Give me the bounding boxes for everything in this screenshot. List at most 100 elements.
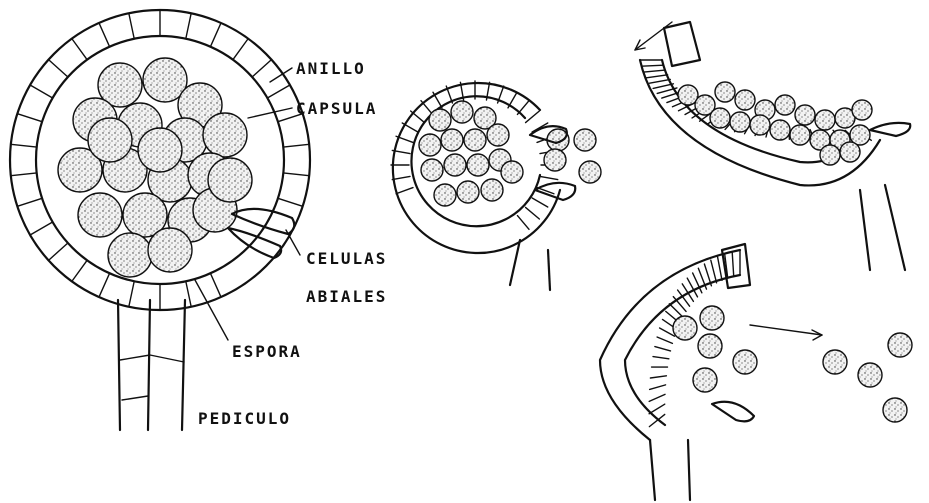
annulus-cell-wall [11, 144, 37, 147]
released-spore [888, 333, 912, 357]
label-anillo: ANILLO [296, 59, 366, 78]
annulus-cell-wall [210, 273, 221, 297]
fig2-stalk-right [548, 250, 550, 290]
annulus-cell-wall [129, 281, 134, 306]
released-spore [823, 350, 847, 374]
label-pediculo: PEDICULO [198, 409, 291, 428]
spore [579, 161, 601, 183]
released-spore [700, 306, 724, 330]
released-spore [733, 350, 757, 374]
fig4-annulus-rib [653, 357, 669, 359]
fig3-annulus-rib [646, 75, 667, 78]
spore [710, 108, 730, 128]
fig3-annulus-rib [653, 84, 673, 89]
opening-sporangium [391, 81, 601, 290]
annulus-cell-wall [99, 273, 110, 297]
fig2-annulus-rib [392, 176, 410, 179]
fig4-annulus-rib [649, 404, 665, 414]
spore [78, 193, 122, 237]
annulus-cell-wall [129, 13, 134, 38]
annulus-cell-wall [30, 85, 53, 98]
released-spore [673, 316, 697, 340]
fig2-annulus-rib [411, 111, 425, 123]
spore [108, 233, 152, 277]
released-spore [698, 334, 722, 358]
label-espora: ESPORA [232, 342, 302, 361]
fig2-annulus-rib [433, 92, 442, 108]
spore [148, 228, 192, 272]
label-capsula: CAPSULA [296, 99, 377, 118]
annulus-cell-wall [233, 39, 248, 60]
fig4-stalk-left [650, 440, 655, 500]
fig2-annulus-rib [540, 176, 558, 179]
fig3-annulus-rib [644, 70, 666, 72]
spore [481, 179, 503, 201]
spore [574, 129, 596, 151]
spore [487, 124, 509, 146]
fig2-annulus-rib [517, 216, 529, 230]
fig4-annulus-rib [650, 385, 666, 390]
spore [815, 110, 835, 130]
released-spore [858, 363, 882, 387]
fig4-annulus-rib [704, 264, 711, 286]
released-spores [673, 306, 912, 422]
annulus-cell-wall [186, 281, 191, 306]
annulus-cell-wall [49, 60, 68, 77]
annulus-cell-wall [72, 260, 87, 281]
fig4-stalk-right [688, 440, 690, 500]
fig3-stalk-left [860, 190, 870, 270]
spore [820, 145, 840, 165]
fig2-lip-lower [535, 183, 575, 200]
spore [852, 100, 872, 120]
fig2-annulus-rib [396, 188, 413, 194]
spore [750, 115, 770, 135]
released-spore [693, 368, 717, 392]
annulus-cell-wall [17, 114, 42, 122]
fig3-annulus-rib [642, 65, 664, 66]
spore [840, 142, 860, 162]
label-labiales: ABIALES [306, 287, 387, 306]
fig4-annulus-rib [657, 337, 672, 343]
released-spore [883, 398, 907, 422]
closed-sporangium [10, 10, 310, 430]
reflexed-sporangium [635, 22, 910, 270]
fig4-arrow [750, 325, 822, 340]
spore [429, 109, 451, 131]
fig3-lip-top [664, 22, 700, 66]
fig2-annulus-rib [532, 198, 548, 207]
fig4-annulus-rib [718, 257, 722, 280]
annulus-cell-wall [30, 222, 53, 235]
spore-mass [58, 58, 252, 277]
fig2-spore-mass [419, 101, 601, 206]
annulus-cell-wall [17, 198, 42, 206]
spore [444, 154, 466, 176]
label-celulas: CELULAS [306, 249, 387, 268]
fig2-annulus-rib [402, 123, 418, 132]
fig4-annulus-rib [650, 376, 666, 378]
annulus-cell-wall [252, 60, 271, 77]
spore [715, 82, 735, 102]
spore [790, 125, 810, 145]
fig2-annulus-rib [526, 111, 540, 123]
spore [451, 101, 473, 123]
spore [544, 149, 566, 171]
annulus-cell-wall [210, 23, 221, 47]
annulus-cell-wall [278, 198, 303, 206]
fig2-annulus-rib [517, 101, 529, 115]
spore [464, 129, 486, 151]
annulus-cell-wall [49, 243, 68, 260]
spore [419, 134, 441, 156]
spore [421, 159, 443, 181]
spore [547, 129, 569, 151]
fig4-annulus-rib [732, 252, 734, 277]
fig4-annulus-rib [649, 394, 665, 401]
annulus-cell-wall [283, 144, 309, 147]
spore [138, 128, 182, 172]
spore [434, 184, 456, 206]
fig3-stalk-right [885, 185, 905, 270]
annulus-cell-wall [99, 23, 110, 47]
released-sporangium [600, 244, 912, 500]
annulus-cell-wall [11, 173, 37, 176]
fig4-annulus-rib [711, 260, 717, 283]
